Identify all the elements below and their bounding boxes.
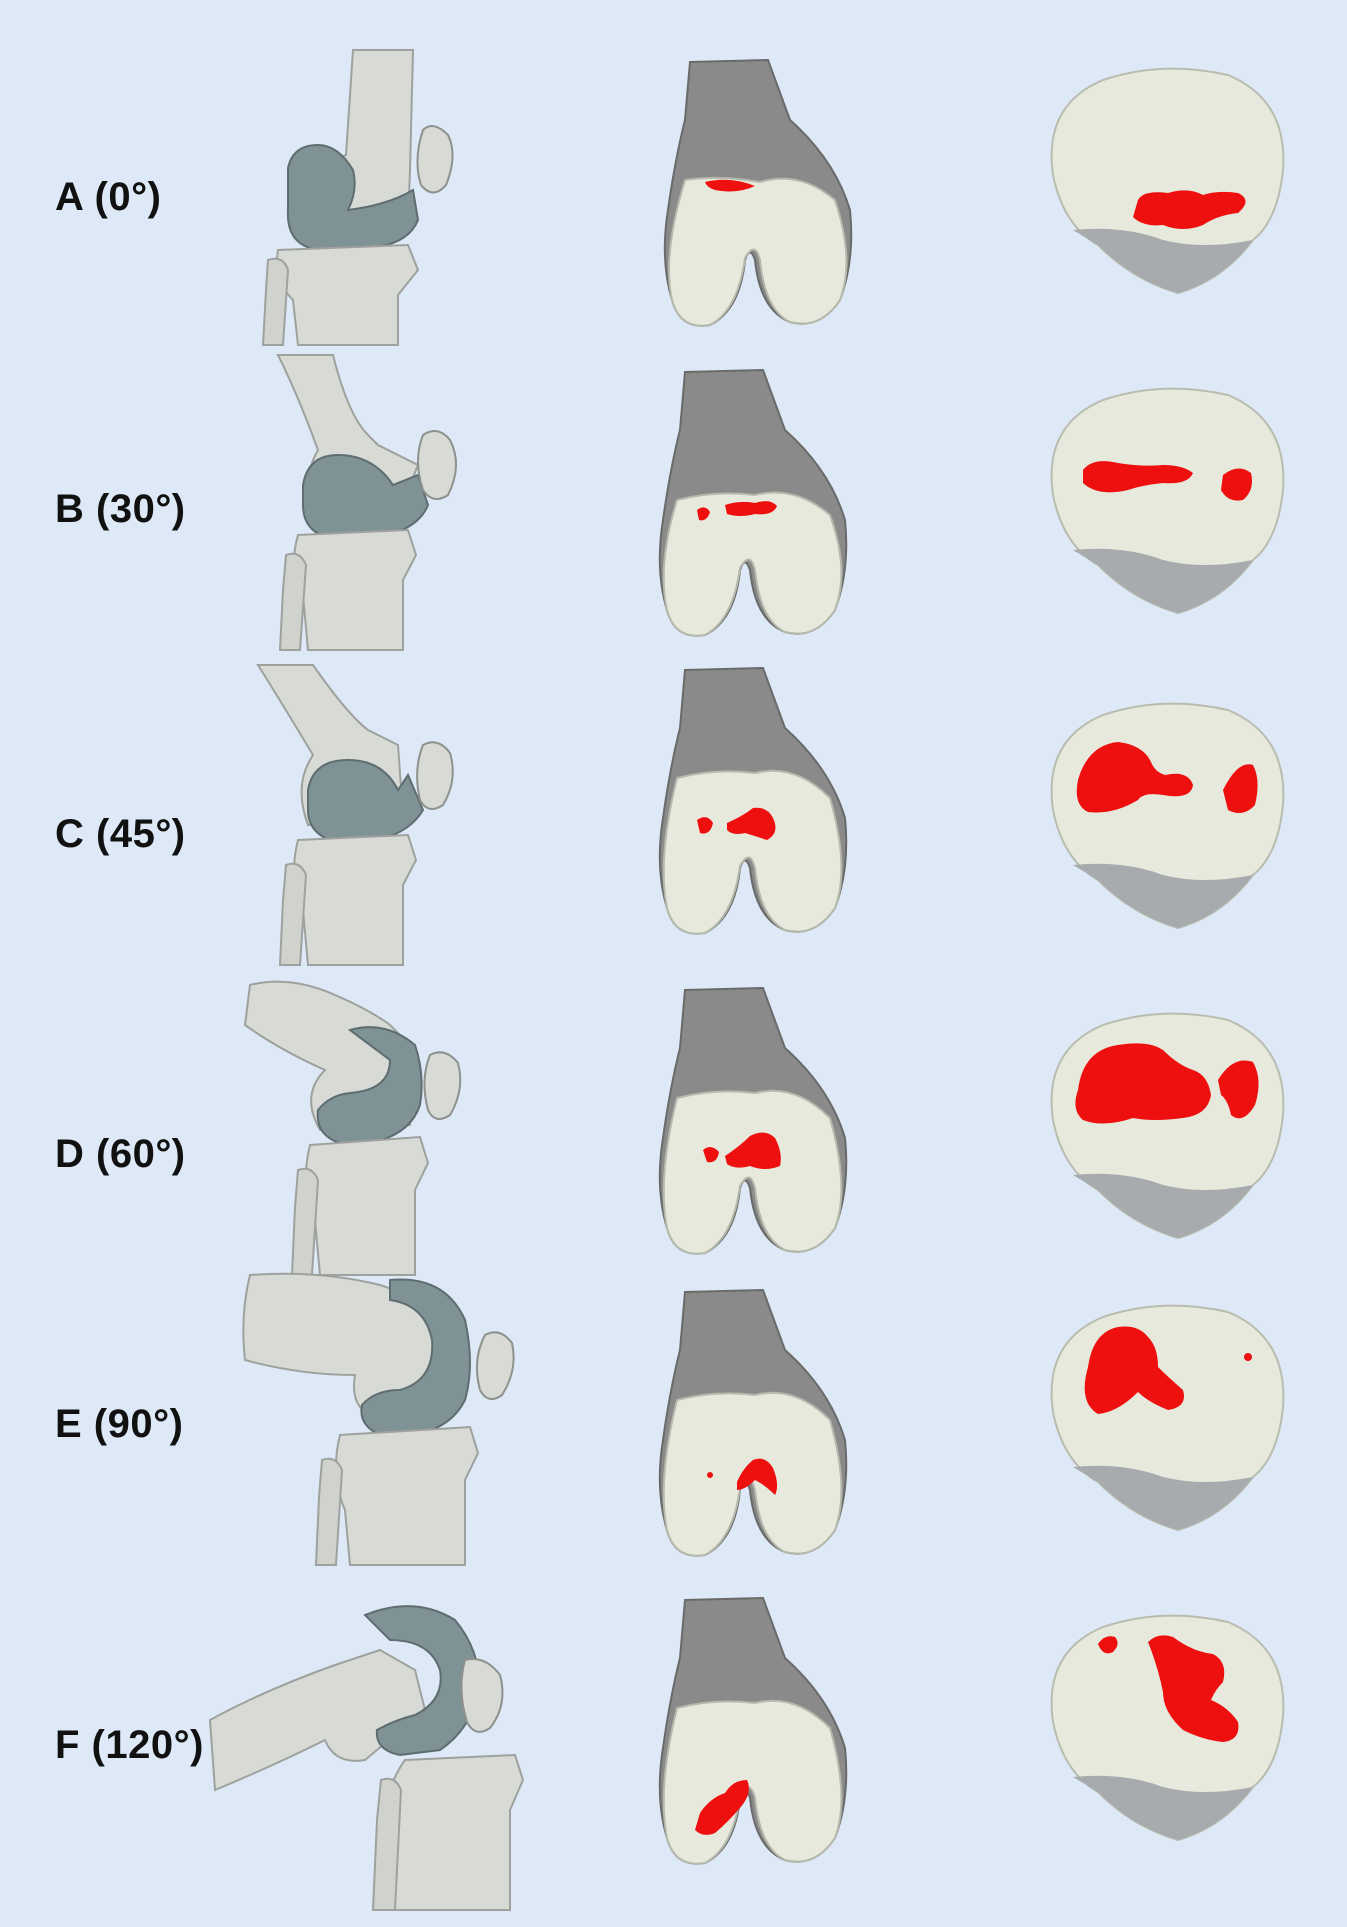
tibia-plateau-view-b: [1050, 387, 1285, 615]
contact-area-tibia-f-medial: [1098, 1636, 1118, 1654]
tibia-plateau-view-f: [1050, 1614, 1285, 1842]
row-label-f: F (120°): [55, 1723, 204, 1767]
contact-area-femur-d-medial: [703, 1146, 719, 1163]
row-label-a: A (0°): [55, 175, 162, 219]
contact-area-tibia-e-medial: [1084, 1326, 1184, 1414]
tibia-plateau-view-a: [1050, 67, 1285, 295]
contact-area-femur-c-medial: [697, 817, 713, 834]
knee-lateral-view-c: [256, 664, 454, 966]
contact-area-tibia-e-lateral: [1244, 1353, 1252, 1361]
tibia-plateau-view-d: [1050, 1012, 1285, 1240]
row-label-c: C (45°): [55, 812, 186, 856]
row-label-b: B (30°): [55, 487, 186, 531]
contact-area-tibia-d-medial: [1075, 1043, 1211, 1124]
femur-anterior-view-f: [658, 1596, 848, 1865]
femur-anterior-view-d: [658, 986, 848, 1255]
femur-anterior-view-c: [658, 666, 848, 935]
knee-lateral-view-a: [261, 49, 454, 346]
femur-anterior-view-b: [658, 368, 848, 637]
contact-area-femur-a: [705, 179, 755, 192]
row-label-e: E (90°): [55, 1402, 184, 1446]
contact-area-tibia-f-lateral: [1148, 1635, 1239, 1742]
contact-area-femur-b-medial: [697, 507, 710, 521]
contact-area-tibia-c-lateral: [1223, 764, 1258, 814]
tibia-plateau-view-e: [1050, 1304, 1285, 1532]
contact-area-tibia-d-lateral: [1218, 1060, 1259, 1119]
knee-lateral-view-e: [242, 1272, 515, 1566]
knee-lateral-view-d: [243, 980, 462, 1276]
knee-lateral-view-f: [208, 1605, 525, 1911]
contact-area-tibia-b-lateral: [1221, 468, 1252, 501]
contact-area-femur-e-medial: [707, 1472, 713, 1478]
row-label-d: D (60°): [55, 1132, 186, 1176]
contact-area-tibia-c-medial: [1076, 742, 1193, 813]
contact-area-tibia-b-medial: [1083, 461, 1193, 493]
contact-area-femur-f: [695, 1780, 749, 1835]
contact-area-femur-e-lateral: [737, 1458, 778, 1495]
femur-anterior-view-e: [658, 1288, 848, 1557]
tibia-plateau-view-c: [1050, 702, 1285, 930]
contact-area-femur-d-lateral: [725, 1132, 781, 1169]
contact-area-tibia-a: [1133, 190, 1246, 229]
knee-lateral-view-b: [276, 354, 457, 651]
contact-area-femur-b-lateral: [725, 501, 777, 516]
femur-anterior-view-a: [663, 58, 853, 327]
contact-area-femur-c-lateral: [727, 807, 776, 840]
